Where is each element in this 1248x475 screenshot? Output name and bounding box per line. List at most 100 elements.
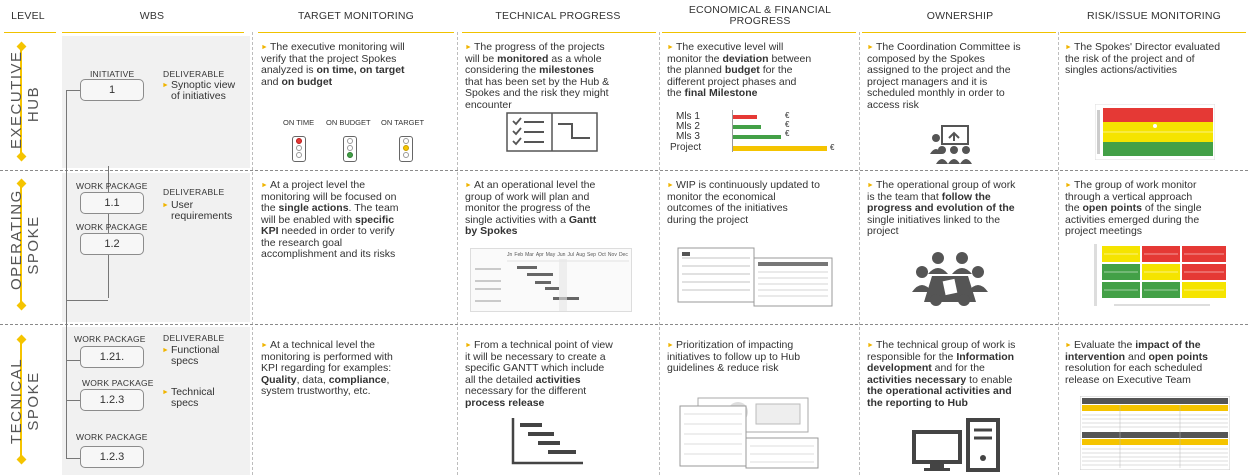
- ownership-operating-text: ►The operational group of work is the te…: [867, 179, 1016, 237]
- wbs-initiative-label: INITIATIVE: [90, 69, 135, 79]
- gantt-month-label: Jn: [507, 252, 513, 258]
- wbs-initiative-box[interactable]: 1: [80, 79, 144, 101]
- deliverable-label: DELIVERABLE: [163, 69, 225, 79]
- level-marker: [16, 151, 27, 162]
- budget-label-mls1: Mls 1: [676, 111, 700, 122]
- gantt-month-label: Jul: [567, 252, 574, 258]
- traffic-light-label-on-budget: ON BUDGET: [326, 118, 371, 127]
- wbs-work-package-box[interactable]: 1.1: [80, 192, 144, 214]
- wbs-work-package-box[interactable]: 1.2.3: [80, 446, 144, 468]
- traffic-light-red-icon: [292, 136, 306, 162]
- header-risk-monitoring: RISK/ISSUE MONITORING: [1086, 9, 1222, 22]
- column-divider: [457, 32, 458, 475]
- budget-label-mls3: Mls 3: [676, 131, 700, 142]
- technical-executive-text: ►The progress of the projects will be mo…: [465, 41, 610, 111]
- prioritization-report-thumbnail: [679, 397, 819, 469]
- column-divider: [1058, 32, 1059, 475]
- wbs-tree-connector: [66, 360, 80, 361]
- euro-symbol: €: [785, 120, 790, 129]
- header-underline-level: [4, 32, 56, 33]
- euro-symbol: €: [785, 129, 790, 138]
- traffic-light-yellow-icon: [399, 136, 413, 162]
- gantt-bars: [475, 259, 629, 311]
- risk-technical-text: ►Evaluate the impact of the intervention…: [1065, 339, 1208, 386]
- wbs-work-package-label: WORK PACKAGE: [74, 334, 146, 344]
- header-ownership: OWNERSHIP: [926, 9, 994, 22]
- presentation-meeting-icon: [930, 125, 972, 164]
- budget-label-project: Project: [670, 142, 702, 153]
- gantt-month-label: Feb: [514, 252, 524, 258]
- level-marker: [16, 334, 27, 345]
- header-underline-economical: [662, 32, 856, 33]
- gantt-month-label: Sep: [587, 252, 596, 258]
- wbs-tree-connector: [66, 300, 108, 301]
- traffic-light-green-icon: [343, 136, 357, 162]
- wbs-work-package-label: WORK PACKAGE: [76, 222, 148, 232]
- gantt-month-label: Jun: [557, 252, 566, 258]
- budget-bar-mls1: [733, 115, 757, 119]
- deliverable-executive: ►Synoptic view of initiatives: [162, 79, 236, 102]
- header-target-monitoring: TARGET MONITORING: [298, 9, 414, 22]
- wbs-work-package-box[interactable]: 1.2.3: [80, 389, 144, 411]
- wbs-work-package-box[interactable]: 1.2: [80, 233, 144, 255]
- level-bar-executive: [20, 47, 22, 157]
- computer-server-icon: [912, 418, 1000, 472]
- traffic-light-label-on-target: ON TARGET: [381, 118, 425, 127]
- wbs-work-package-label: WORK PACKAGE: [82, 378, 154, 388]
- budget-label-mls2: Mls 2: [676, 121, 700, 132]
- gantt-month-label: Nov: [607, 252, 617, 258]
- deliverable-technical-functional: ►Functional specs: [162, 344, 220, 367]
- economical-technical-text: ►Prioritization of impacting initiatives…: [667, 339, 801, 374]
- header-technical-progress: TECHNICAL PROGRESS: [495, 9, 621, 22]
- wbs-panel-executive: [62, 36, 250, 168]
- wbs-tree-connector: [66, 458, 80, 459]
- level-marker: [16, 300, 27, 311]
- wbs-tree-connector: [66, 300, 67, 458]
- budget-bar-chart: Mls 1 Mls 2 Mls 3 Project € € € €: [670, 110, 846, 157]
- risk-heatmap-thumbnail: [1095, 104, 1215, 160]
- header-level: LEVEL: [11, 9, 45, 22]
- economical-operating-text: ►WIP is continuously updated to monitor …: [667, 179, 820, 226]
- wbs-tree-connector: [108, 166, 109, 298]
- wbs-work-package-box[interactable]: 1.21.: [80, 346, 144, 368]
- header-underline-ownership: [862, 32, 1056, 33]
- technical-technical-text: ►From a technical point of view it will …: [465, 339, 613, 409]
- gantt-month-label: Oct: [598, 252, 606, 258]
- wbs-work-package-label: WORK PACKAGE: [76, 181, 148, 191]
- euro-symbol: €: [830, 143, 835, 152]
- gantt-month-label: May: [545, 252, 556, 258]
- header-underline-target: [258, 32, 454, 33]
- budget-bar-project: [733, 146, 827, 151]
- ownership-technical-text: ►The technical group of work is responsi…: [867, 339, 1016, 409]
- gantt-month-label: Mar: [525, 252, 534, 258]
- economical-executive-text: ►The executive level will monitor the de…: [667, 41, 812, 99]
- deliverable-operating: ►User requirements: [162, 199, 233, 222]
- deliverable-label: DELIVERABLE: [163, 333, 225, 343]
- budget-bar-mls3: [733, 135, 781, 139]
- technical-operating-text: ►At an operational level the group of wo…: [465, 179, 597, 237]
- header-underline-wbs: [62, 32, 244, 33]
- level-bar-operating: [20, 184, 22, 306]
- risk-executive-text: ►The Spokes' Director evaluated the risk…: [1065, 41, 1221, 76]
- level-marker: [16, 178, 27, 189]
- column-divider: [659, 32, 660, 475]
- wbs-tree-connector: [66, 400, 80, 401]
- euro-symbol: €: [785, 111, 790, 120]
- target-technical-text: ►At a technical level the monitoring is …: [261, 339, 393, 397]
- row-divider-executive-operating: [0, 170, 1248, 171]
- header-underline-risk: [1060, 32, 1246, 33]
- deliverable-technical-specs: ►Technical specs: [162, 386, 215, 409]
- deliverable-label: DELIVERABLE: [163, 187, 225, 197]
- team-meeting-icon: [912, 252, 988, 306]
- wbs-tree-connector: [66, 90, 67, 300]
- budget-bar-mls2: [733, 125, 761, 129]
- gantt-month-label: Aug: [576, 252, 585, 258]
- column-divider: [252, 32, 253, 475]
- gantt-month-label: Apr: [535, 252, 544, 258]
